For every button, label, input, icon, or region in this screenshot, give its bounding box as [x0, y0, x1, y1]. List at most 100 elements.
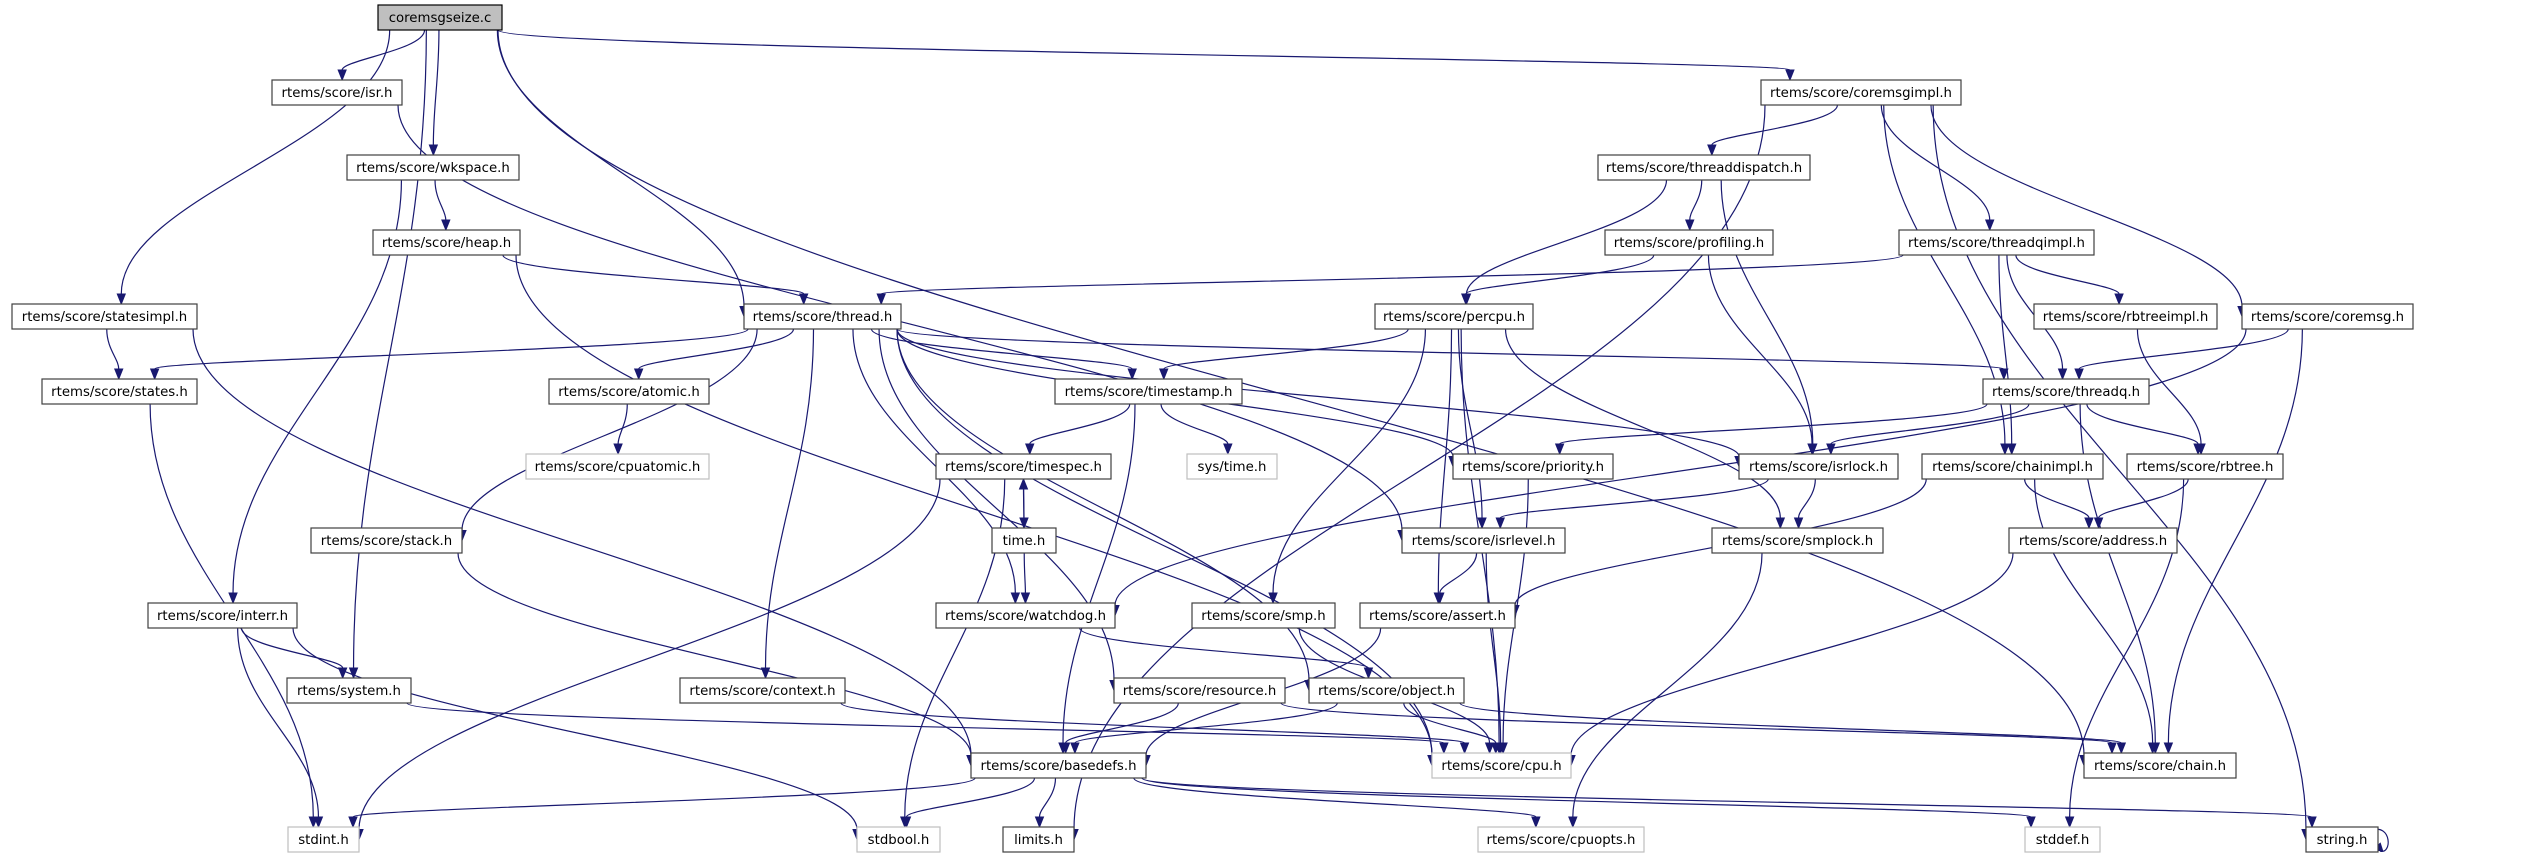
node-coremsg[interactable]: rtems/score/coremsg.h: [2241, 303, 2414, 330]
edge-line: [1141, 777, 2313, 818]
node-statesimpl[interactable]: rtems/score/statesimpl.h: [11, 303, 198, 330]
node-string[interactable]: string.h: [2305, 826, 2379, 853]
node-priority[interactable]: rtems/score/priority.h: [1452, 453, 1614, 480]
node-label: rtems/score/threadq.h: [1992, 385, 2140, 400]
node-watchdog[interactable]: rtems/score/watchdog.h: [935, 602, 1116, 629]
edge-line: [341, 29, 426, 71]
node-box: [1597, 154, 1811, 181]
node-timespec[interactable]: rtems/score/timespec.h: [935, 453, 1112, 480]
node-stdbool[interactable]: stdbool.h: [856, 826, 941, 853]
edge-thread-to-states: [149, 328, 749, 381]
edge-basedefs-to-stddef: [1141, 777, 2036, 829]
edge-context-to-cpu: [840, 702, 1470, 755]
node-box: [286, 677, 412, 704]
node-threaddispatch[interactable]: rtems/score/threaddispatch.h: [1597, 154, 1811, 181]
node-address[interactable]: rtems/score/address.h: [2008, 527, 2178, 554]
node-cpuopts[interactable]: rtems/score/cpuopts.h: [1477, 826, 1645, 853]
edge-coremsgseize-to-coremsgimpl: [497, 29, 1795, 82]
node-label: rtems/score/threadqimpl.h: [1908, 236, 2085, 251]
edge-line: [2167, 328, 2303, 744]
node-box: [1308, 677, 1465, 704]
edge-coremsgimpl-to-threaddispatch: [1707, 104, 1839, 157]
edge-line: [1457, 328, 1483, 519]
edge-line: [106, 328, 120, 370]
edge-line: [1163, 328, 1409, 370]
node-wkspace[interactable]: rtems/score/wkspace.h: [346, 154, 520, 181]
node-rbtree[interactable]: rtems/score/rbtree.h: [2126, 453, 2284, 480]
node-label: limits.h: [1014, 833, 1063, 848]
node-object[interactable]: rtems/score/object.h: [1308, 677, 1465, 704]
node-smp[interactable]: rtems/score/smp.h: [1191, 602, 1336, 629]
edge-line: [2069, 478, 2185, 818]
node-chainimpl[interactable]: rtems/score/chainimpl.h: [1921, 453, 2104, 480]
edge-line: [1880, 104, 1991, 221]
node-atomic[interactable]: rtems/score/atomic.h: [548, 378, 710, 405]
arrowhead-icon: [1018, 477, 1029, 490]
edge-line: [2078, 328, 2289, 370]
node-label: rtems/score/object.h: [1318, 684, 1455, 699]
arrowhead-icon: [1060, 742, 1071, 755]
node-stdint[interactable]: stdint.h: [287, 826, 360, 853]
edge-line: [1459, 702, 2122, 744]
node-coremsgimpl[interactable]: rtems/score/coremsgimpl.h: [1760, 79, 1962, 106]
node-timestamp[interactable]: rtems/score/timestamp.h: [1054, 378, 1243, 405]
node-time[interactable]: time.h: [991, 527, 1057, 554]
node-threadq[interactable]: rtems/score/threadq.h: [1982, 378, 2150, 405]
node-interr[interactable]: rtems/score/interr.h: [147, 602, 298, 629]
node-box: [1359, 602, 1516, 629]
edges-layer: [106, 29, 2389, 852]
node-stack[interactable]: rtems/score/stack.h: [310, 527, 463, 554]
arrowhead-icon: [1984, 219, 1995, 232]
node-coremsgseize[interactable]: coremsgseize.c: [377, 4, 503, 31]
node-box: [525, 453, 710, 480]
node-rbtreeimpl[interactable]: rtems/score/rbtreeimpl.h: [2033, 303, 2218, 330]
edge-threadq-to-rbtree: [2086, 403, 2203, 456]
node-states[interactable]: rtems/score/states.h: [41, 378, 198, 405]
edge-time-to-timespec: [1018, 477, 1029, 529]
node-stddef[interactable]: stddef.h: [2024, 826, 2101, 853]
edge-line: [461, 328, 758, 531]
edge-basedefs-to-stdbool: [901, 777, 1036, 829]
arrowhead-icon: [2084, 517, 2094, 530]
node-heap[interactable]: rtems/score/heap.h: [372, 229, 521, 256]
edge-line: [1711, 104, 1839, 146]
node-thread[interactable]: rtems/score/thread.h: [743, 303, 902, 330]
node-system[interactable]: rtems/system.h: [286, 677, 412, 704]
node-percpu[interactable]: rtems/score/percpu.h: [1374, 303, 1534, 330]
node-assert[interactable]: rtems/score/assert.h: [1359, 602, 1516, 629]
node-label: rtems/score/address.h: [2019, 534, 2167, 549]
node-box: [377, 4, 503, 31]
edge-threadqimpl-to-rbtreeimpl: [2015, 254, 2124, 306]
node-chain[interactable]: rtems/score/chain.h: [2083, 752, 2237, 779]
node-threadqimpl[interactable]: rtems/score/threadqimpl.h: [1898, 229, 2095, 256]
arrowhead-icon: [1025, 443, 1035, 456]
edge-threadq-to-priority: [1554, 403, 1988, 456]
edge-chainimpl-to-chain: [2034, 478, 2158, 755]
arrowhead-icon: [313, 816, 324, 829]
node-isrlevel[interactable]: rtems/score/isrlevel.h: [1401, 527, 1566, 554]
node-basedefs[interactable]: rtems/score/basedefs.h: [970, 752, 1147, 779]
node-label: rtems/score/thread.h: [753, 310, 893, 325]
node-resource[interactable]: rtems/score/resource.h: [1113, 677, 1286, 704]
edge-line: [1499, 478, 1769, 519]
edge-line: [764, 328, 815, 669]
node-label: rtems/score/resource.h: [1123, 684, 1277, 699]
node-cpu[interactable]: rtems/score/cpu.h: [1431, 752, 1572, 779]
node-profiling[interactable]: rtems/score/profiling.h: [1604, 229, 1774, 256]
node-isr[interactable]: rtems/score/isr.h: [271, 79, 403, 106]
node-systime[interactable]: sys/time.h: [1186, 453, 1278, 480]
node-limits[interactable]: limits.h: [1002, 826, 1075, 853]
edge-line: [1403, 702, 1497, 744]
arrowhead-icon: [1268, 592, 1278, 605]
arrowhead-icon: [337, 667, 348, 680]
node-isrlock[interactable]: rtems/score/isrlock.h: [1738, 453, 1899, 480]
edge-thread-to-stack: [457, 328, 758, 542]
node-smplock[interactable]: rtems/score/smplock.h: [1711, 527, 1884, 554]
node-cpuatomic[interactable]: rtems/score/cpuatomic.h: [525, 453, 710, 480]
node-context[interactable]: rtems/score/context.h: [679, 677, 846, 704]
node-box: [1921, 453, 2104, 480]
node-label: string.h: [2317, 833, 2368, 848]
edge-object-to-cpu: [1403, 702, 1501, 755]
arrowhead-icon: [348, 816, 358, 829]
node-label: rtems/score/atomic.h: [558, 385, 700, 400]
